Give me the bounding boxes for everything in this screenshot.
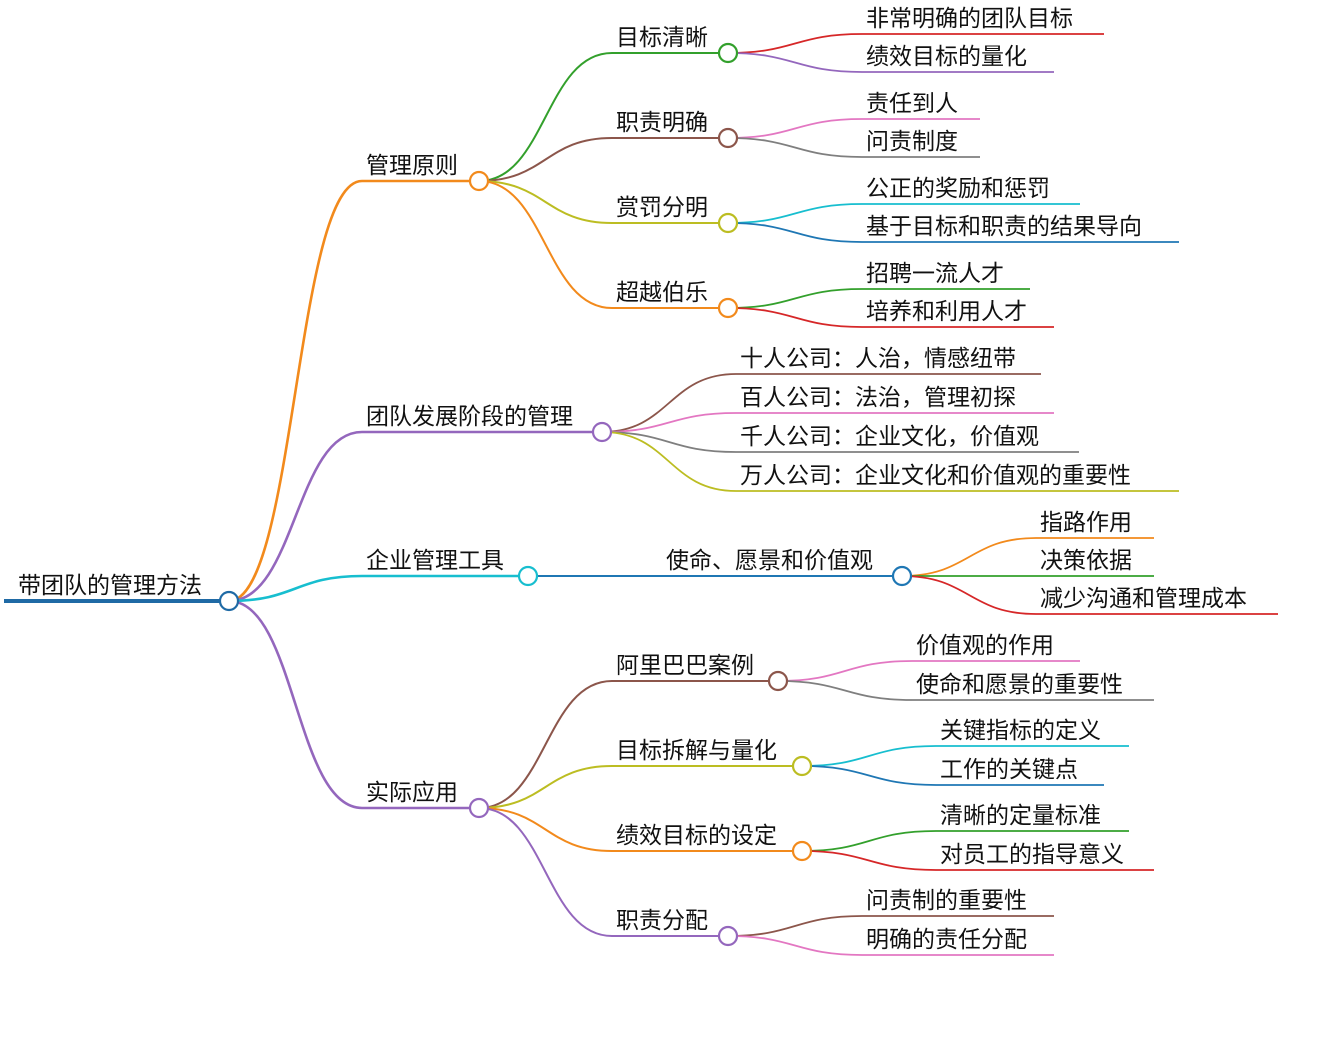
sub-node-circle-3-3	[717, 925, 739, 947]
leaf-connector-1-2	[601, 431, 737, 453]
leaf-connector-0-3-1	[727, 307, 863, 328]
leaf-connector-0-3-0	[727, 288, 863, 309]
branch-node-circle-2	[517, 565, 539, 587]
leaf-label-1-2: 千人公司：企业文化，价值观	[740, 424, 1039, 450]
sub-node-circle-2-0	[891, 565, 913, 587]
sub-label-0-3: 超越伯乐	[616, 280, 708, 306]
leaf-connector-0-0-0	[727, 33, 863, 54]
branch-label-1: 团队发展阶段的管理	[366, 404, 573, 430]
leaf-label-0-2-0: 公正的奖励和惩罚	[866, 176, 1050, 202]
leaf-label-0-3-1: 培养和利用人才	[866, 299, 1027, 325]
branch-connector-0	[228, 179, 363, 603]
leaf-label-3-3-1: 明确的责任分配	[866, 927, 1027, 953]
sub-node-circle-3-1	[791, 755, 813, 777]
sub-label-2-0: 使命、愿景和价值观	[666, 548, 873, 574]
sub-node-circle-0-3	[717, 297, 739, 319]
leaf-label-3-0-0: 价值观的作用	[916, 633, 1054, 659]
leaf-connector-3-1-1	[801, 765, 937, 786]
leaf-connector-1-1	[601, 412, 737, 433]
leaf-connector-2-0-0	[901, 537, 1037, 577]
sub-label-0-0: 目标清晰	[616, 25, 708, 51]
branch-label-2: 企业管理工具	[366, 548, 504, 574]
leaf-connector-3-0-0	[777, 660, 913, 682]
sub-label-0-2: 赏罚分明	[616, 195, 708, 221]
leaf-connector-3-3-1	[727, 935, 863, 956]
sub-node-circle-0-0	[717, 42, 739, 64]
root-node-circle	[218, 590, 240, 612]
sub-label-3-2: 绩效目标的设定	[616, 823, 777, 849]
leaf-connector-3-1-0	[801, 745, 937, 767]
leaf-label-3-3-0: 问责制的重要性	[866, 888, 1027, 914]
leaf-label-3-1-1: 工作的关键点	[940, 757, 1078, 783]
branch-label-0: 管理原则	[366, 153, 458, 179]
branch-connector-2	[228, 574, 363, 603]
sub-connector-3-0	[478, 680, 613, 809]
sub-node-circle-0-1	[717, 127, 739, 149]
leaf-label-3-0-1: 使命和愿景的重要性	[916, 672, 1123, 698]
leaf-label-3-2-0: 清晰的定量标准	[940, 803, 1101, 829]
leaf-connector-3-0-1	[777, 680, 913, 701]
leaf-connector-0-2-0	[727, 203, 863, 224]
branch-label-3: 实际应用	[366, 780, 458, 806]
leaf-connector-0-2-1	[727, 222, 863, 243]
branch-connector-1	[228, 430, 363, 603]
sub-connector-3-2	[478, 807, 613, 852]
sub-connector-0-1	[478, 137, 613, 182]
leaf-label-2-0-1: 决策依据	[1040, 548, 1132, 574]
sub-label-3-1: 目标拆解与量化	[616, 738, 777, 764]
leaf-label-2-0-2: 减少沟通和管理成本	[1040, 586, 1247, 612]
branch-node-circle-0	[468, 170, 490, 192]
leaf-label-2-0-0: 指路作用	[1040, 510, 1132, 536]
sub-node-circle-3-2	[791, 840, 813, 862]
leaf-label-3-1-0: 关键指标的定义	[940, 718, 1101, 744]
sub-node-circle-0-2	[717, 212, 739, 234]
root-label: 带团队的管理方法	[18, 573, 202, 599]
leaf-connector-0-0-1	[727, 52, 863, 73]
sub-connector-0-0	[478, 52, 613, 182]
leaf-label-0-0-0: 非常明确的团队目标	[866, 6, 1073, 32]
sub-connector-0-2	[478, 180, 613, 224]
sub-node-circle-3-0	[767, 670, 789, 692]
leaf-label-0-0-1: 绩效目标的量化	[866, 44, 1027, 70]
leaf-label-1-0: 十人公司：人治，情感纽带	[740, 346, 1016, 372]
leaf-connector-0-1-0	[727, 118, 863, 139]
leaf-label-0-3-0: 招聘一流人才	[866, 261, 1004, 287]
sub-label-3-3: 职责分配	[616, 908, 708, 934]
leaf-label-1-3: 万人公司：企业文化和价值观的重要性	[740, 463, 1131, 489]
leaf-connector-1-3	[601, 431, 737, 492]
sub-connector-0-3	[478, 180, 613, 309]
leaf-connector-3-2-0	[801, 830, 937, 852]
leaf-connector-3-3-0	[727, 915, 863, 937]
leaf-label-0-1-1: 问责制度	[866, 129, 958, 155]
branch-node-circle-3	[468, 797, 490, 819]
leaf-label-1-1: 百人公司：法治，管理初探	[740, 385, 1016, 411]
leaf-connector-1-0	[601, 373, 737, 433]
leaf-connector-3-2-1	[801, 850, 937, 871]
connector-layer	[4, 33, 1278, 956]
leaf-connector-2-0-2	[901, 575, 1037, 615]
branch-connector-3	[228, 599, 363, 810]
sub-connector-3-1	[478, 765, 613, 809]
sub-connector-3-3	[478, 807, 613, 937]
leaf-connector-0-1-1	[727, 137, 863, 158]
branch-node-circle-1	[591, 421, 613, 443]
leaf-label-0-2-1: 基于目标和职责的结果导向	[866, 214, 1142, 240]
sub-label-3-0: 阿里巴巴案例	[616, 653, 754, 679]
sub-label-0-1: 职责明确	[616, 110, 708, 136]
leaf-label-0-1-0: 责任到人	[866, 91, 958, 117]
leaf-label-3-2-1: 对员工的指导意义	[940, 842, 1124, 868]
